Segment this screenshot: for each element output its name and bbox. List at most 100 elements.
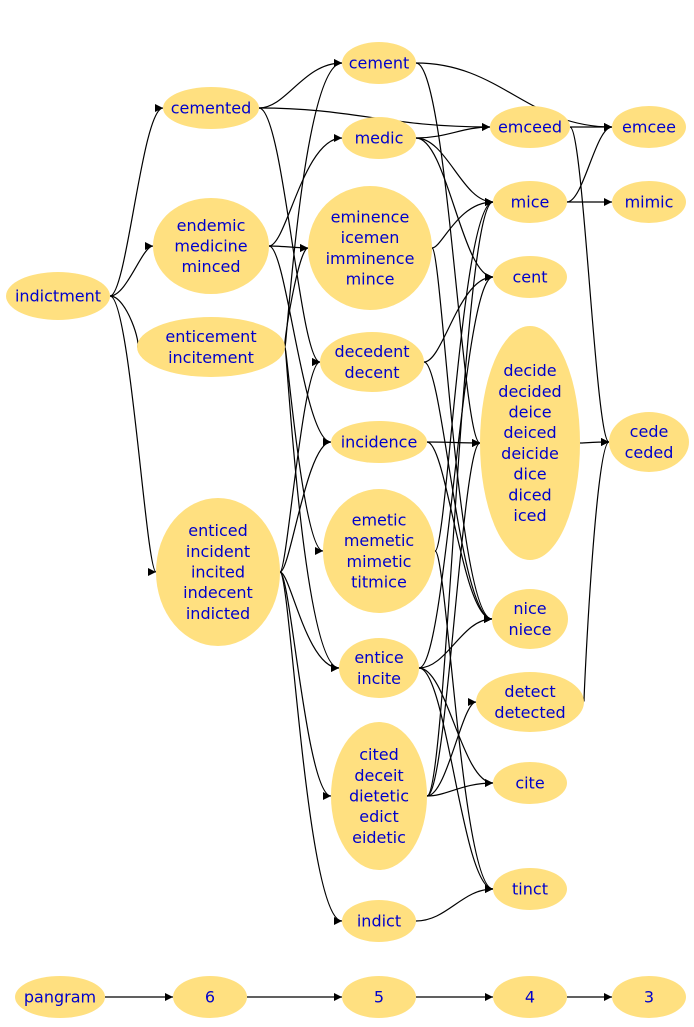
node-pangram-word: pangram <box>24 988 96 1007</box>
edge-cited-to-cite <box>426 779 494 797</box>
node-enticement-ellipse <box>137 317 285 377</box>
node-cite-word: cite <box>515 774 544 793</box>
node-cede-ellipse <box>609 412 689 472</box>
node-indict: indict <box>342 900 416 942</box>
edge-incidence-to-nice <box>426 441 493 623</box>
node-decide-word: iced <box>513 506 546 525</box>
node-cement-word: cement <box>349 54 409 73</box>
edge-enticement-to-eminence <box>284 244 309 348</box>
node-eminence-word: mince <box>346 270 395 289</box>
node-entice-word: entice <box>354 648 403 667</box>
edge-entice-to-nice <box>418 615 493 669</box>
edge-cited-to-decide <box>426 439 481 797</box>
edge-incidence-to-decide <box>426 438 481 447</box>
node-enticement-word: incitement <box>168 348 254 367</box>
node-nice-ellipse <box>492 589 568 649</box>
edge-endemic-to-eminence <box>268 243 309 252</box>
edge-indictment-to-endemic <box>109 242 154 297</box>
node-eminence-word: imminence <box>326 249 415 268</box>
node-incidence: incidence <box>331 421 427 463</box>
node-cent-ellipse <box>493 256 567 298</box>
edge-eminence-to-mice <box>431 198 494 249</box>
edge-emceed-to-cede <box>569 126 610 446</box>
node-indictment-word: indictment <box>15 287 101 306</box>
node-emetic-ellipse <box>323 489 435 613</box>
node-medic-word: medic <box>355 129 404 148</box>
node-emetic-word: titmice <box>351 573 407 592</box>
node-indict-word: indict <box>357 912 401 931</box>
edge-cemented-to-cement <box>258 59 343 109</box>
edge-medic-to-emceed <box>415 123 491 139</box>
node-enticement: enticement incitement <box>137 317 285 377</box>
node-decide-ellipse <box>480 326 580 560</box>
node-enticed-ellipse <box>156 498 280 646</box>
node-n3-ellipse <box>612 976 686 1018</box>
node-emceed-word: emceed <box>498 118 562 137</box>
node-enticed-word: incited <box>191 563 245 582</box>
node-cemented: cemented <box>163 87 259 129</box>
edge-mice-to-emcee <box>566 123 613 203</box>
node-eminence-word: icemen <box>341 228 400 247</box>
node-cited-ellipse <box>331 722 427 870</box>
node-cemented-ellipse <box>163 87 259 129</box>
node-cede-word: cede <box>630 422 669 441</box>
node-emceed: emceed <box>490 106 570 148</box>
node-n4: 4 <box>493 976 567 1018</box>
edge-indict-to-tinct <box>415 885 494 922</box>
node-cited-word: deceit <box>354 766 403 785</box>
node-enticed-word: indicted <box>186 604 250 623</box>
edge-entice-to-cent <box>418 273 494 669</box>
edge-decedent-to-cent <box>423 273 494 363</box>
edge-eminence-to-nice <box>431 247 493 623</box>
node-n6-ellipse <box>173 976 247 1018</box>
node-emcee: emcee <box>612 106 686 148</box>
node-nice: nice niece <box>492 589 568 649</box>
node-mice-ellipse <box>493 181 567 223</box>
node-mimic: mimic <box>612 181 686 223</box>
edge-cement-to-decide <box>415 62 481 447</box>
edge-cited-to-detect <box>426 698 477 797</box>
node-decedent-ellipse <box>320 332 424 392</box>
node-entice: entice incite <box>339 638 419 698</box>
node-n4-ellipse <box>493 976 567 1018</box>
edge-cited-to-mice <box>426 198 494 797</box>
node-nice-word: nice <box>513 599 546 618</box>
node-indictment-ellipse <box>6 272 110 320</box>
edge-entice-to-cite <box>418 667 494 787</box>
node-entice-word: incite <box>357 669 401 688</box>
node-incidence-word: incidence <box>341 433 418 452</box>
node-mimic-word: mimic <box>625 193 674 212</box>
node-medic-ellipse <box>342 117 416 159</box>
node-enticed-word: enticed <box>188 521 248 540</box>
node-enticed-word: incident <box>186 542 250 561</box>
edge-enticed-to-entice <box>279 571 340 672</box>
node-mimic-ellipse <box>612 181 686 223</box>
node-cited-word: cited <box>359 745 399 764</box>
node-n6: 6 <box>173 976 247 1018</box>
node-cemented-word: cemented <box>171 99 251 118</box>
node-decide-word: decided <box>498 382 561 401</box>
node-emetic-word: memetic <box>344 531 414 550</box>
node-medic: medic <box>342 117 416 159</box>
node-n5: 5 <box>342 976 416 1018</box>
node-emcee-ellipse <box>612 106 686 148</box>
node-n4-word: 4 <box>525 988 535 1007</box>
node-mice: mice <box>493 181 567 223</box>
node-detect-word: detected <box>494 703 565 722</box>
edge-enticed-to-indict <box>279 571 343 925</box>
node-enticement-word: enticement <box>165 327 256 346</box>
node-decide-word: deiced <box>503 423 556 442</box>
node-emetic-word: mimetic <box>347 552 412 571</box>
edge-endemic-to-medic <box>268 134 343 247</box>
edge-enticed-to-cited <box>279 571 332 800</box>
edge-indictment-to-cemented <box>109 104 164 297</box>
node-endemic-word: medicine <box>174 237 247 256</box>
node-tinct-ellipse <box>493 868 567 910</box>
edge-enticement-to-entice <box>284 346 340 672</box>
node-nice-word: niece <box>508 620 551 639</box>
